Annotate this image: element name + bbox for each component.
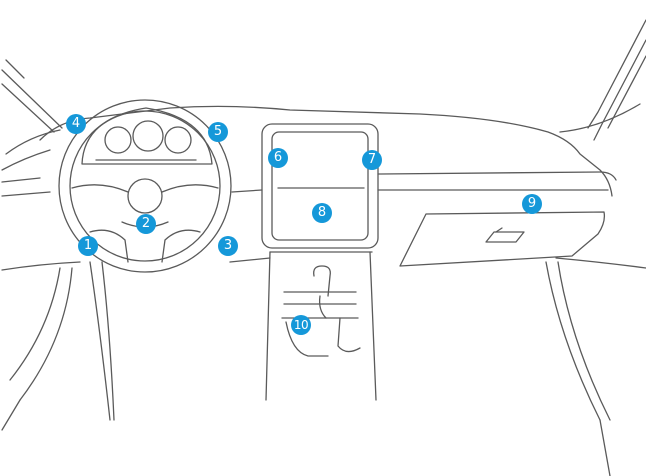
center-stack [261, 123, 379, 401]
steering-wheel [58, 99, 232, 273]
marker-10[interactable]: 10 [291, 315, 311, 335]
lower-lines [1, 261, 611, 476]
glove-box [399, 211, 606, 267]
marker-6[interactable]: 6 [268, 148, 288, 168]
marker-8[interactable]: 8 [312, 203, 332, 223]
marker-9[interactable]: 9 [522, 194, 542, 214]
left-a-pillar [1, 59, 63, 133]
marker-2[interactable]: 2 [136, 214, 156, 234]
dashboard-top [1, 105, 613, 197]
marker-4[interactable]: 4 [66, 114, 86, 134]
dashboard-trim-lines [1, 171, 646, 271]
instrument-cluster [81, 107, 213, 165]
marker-1[interactable]: 1 [78, 236, 98, 256]
gear-shifter [281, 265, 361, 357]
marker-3[interactable]: 3 [218, 236, 238, 256]
right-a-pillar [559, 19, 646, 141]
marker-5[interactable]: 5 [208, 122, 228, 142]
marker-7[interactable]: 7 [362, 150, 382, 170]
